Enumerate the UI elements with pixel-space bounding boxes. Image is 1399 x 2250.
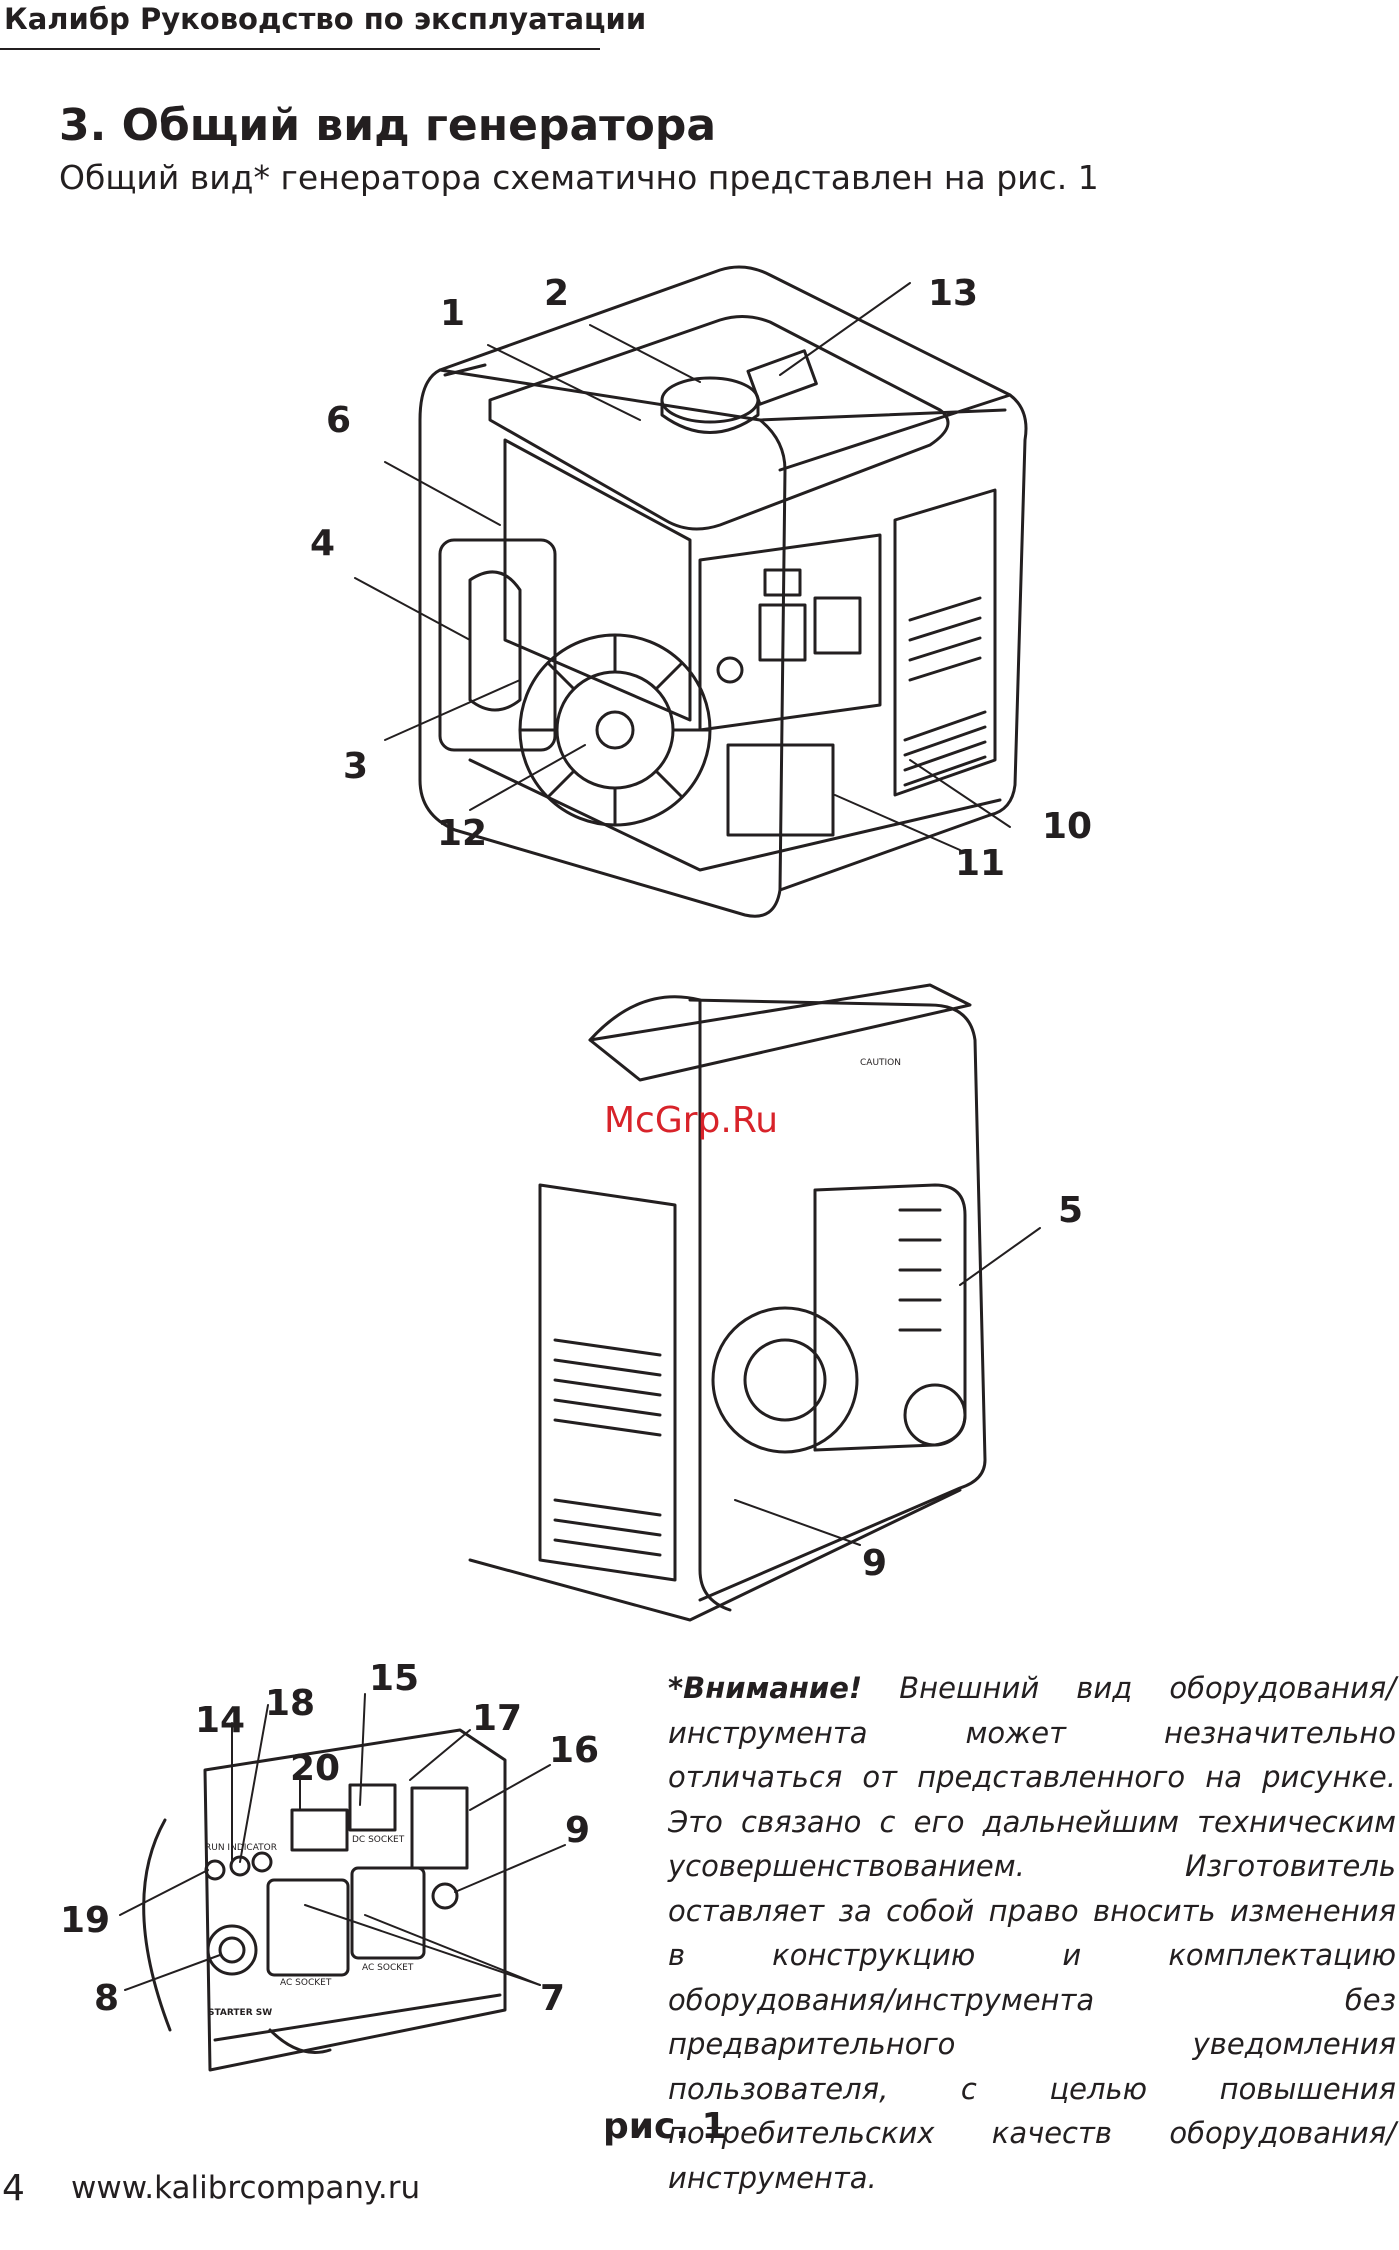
- panel-label-dc-socket: DC SOCKET: [352, 1835, 405, 1845]
- panel-ground-terminal: [431, 1882, 459, 1910]
- mid-top-panel: [588, 983, 972, 1082]
- footer-url[interactable]: www.kalibrcompany.ru: [71, 2170, 421, 2206]
- panel-label-ac-socket-right: AC SOCKET: [362, 1963, 414, 1973]
- top-fuel-gauge: [746, 349, 818, 406]
- panel-label-run-indicator: RUN INDICATOR: [205, 1843, 277, 1853]
- callout-13: 13: [928, 273, 978, 314]
- panel-label-ac-socket-left: AC SOCKET: [280, 1978, 332, 1988]
- panel-breaker: [410, 1786, 469, 1870]
- top-frame-outline: [418, 368, 787, 918]
- callout-12: 12: [437, 813, 487, 854]
- generator-top-view: [418, 265, 1028, 918]
- running-header: Калибр Руководство по эксплуатации: [0, 0, 646, 50]
- callout-10: 10: [1042, 806, 1092, 847]
- panel-display: [290, 1808, 349, 1852]
- leader-lines: [119, 282, 1041, 1991]
- top-battery: [726, 743, 835, 837]
- attention-note: *Внимание! Внешний вид оборудования/инст…: [668, 1666, 1396, 2200]
- callout-3: 3: [343, 746, 368, 787]
- mid-recoil: [711, 1306, 859, 1454]
- header-title: Калибр Руководство по эксплуатации: [4, 2, 647, 36]
- panel-key-switch: [206, 1924, 258, 1976]
- figure-caption: рис. 1: [603, 2106, 727, 2147]
- generator-rear-view: [468, 983, 987, 1622]
- mid-air-filter: [813, 1183, 967, 1452]
- panel-curve: [142, 1818, 172, 2032]
- callout-9: 9: [862, 1543, 887, 1584]
- panel-indicator-3: [251, 1851, 273, 1873]
- panel-ac-socket-right: [350, 1866, 426, 1960]
- callout-9-panel: 9: [565, 1810, 590, 1851]
- top-fuel-cap-body: [660, 398, 760, 434]
- callout-4: 4: [310, 523, 335, 564]
- watermark: McGrp.Ru: [604, 1100, 779, 1141]
- top-base: [468, 758, 1002, 872]
- section-subtitle: Общий вид* генератора схематично предста…: [59, 158, 1099, 197]
- mid-base: [468, 1488, 962, 1622]
- top-frame-inner: [443, 363, 1012, 472]
- callout-16: 16: [549, 1730, 599, 1771]
- callout-7: 7: [540, 1978, 565, 2019]
- callout-6: 6: [326, 400, 351, 441]
- top-label-lines: [908, 596, 982, 682]
- control-panel-closeup: [142, 1728, 507, 2072]
- panel-dc-socket: [348, 1783, 397, 1832]
- top-panel-key: [716, 656, 744, 684]
- top-inverter-box: [893, 488, 997, 797]
- callout-15: 15: [369, 1658, 419, 1699]
- mid-exhaust: [903, 1383, 967, 1447]
- panel-outline: [203, 1728, 507, 2072]
- top-side-cover-inner: [468, 570, 522, 712]
- panel-bottom: [213, 1993, 502, 2054]
- mid-frame-left: [588, 995, 732, 1612]
- section-title: 3. Общий вид генератора: [59, 100, 717, 151]
- top-panel-display: [763, 568, 802, 597]
- page-number: 4: [2, 2168, 25, 2209]
- top-frame-roof: [438, 265, 1028, 892]
- callout-18: 18: [265, 1683, 315, 1724]
- callout-11: 11: [955, 843, 1005, 884]
- top-fuel-tank: [488, 315, 950, 531]
- top-control-panel: [698, 533, 882, 732]
- top-recoil-ribs: [518, 633, 712, 827]
- note-body: Внешний вид оборудования/инструмента мож…: [668, 1671, 1397, 2195]
- panel-ac-socket-left: [266, 1878, 350, 1977]
- panel-label-starter: STARTER SW: [208, 2008, 272, 2018]
- mid-inverter-fins: [553, 1498, 662, 1557]
- top-inverter-fins: [903, 710, 987, 787]
- top-panel-socket-right: [813, 596, 862, 655]
- callout-17: 17: [472, 1698, 522, 1739]
- mid-inverter-box: [538, 1183, 677, 1582]
- top-engine-cover: [503, 438, 692, 722]
- panel-key-switch-inner: [218, 1936, 246, 1964]
- fuel-cap: [660, 376, 760, 424]
- callout-2: 2: [544, 273, 569, 314]
- top-side-cover: [438, 538, 557, 752]
- mid-frame-outline: [688, 998, 987, 1602]
- mid-recoil-inner: [743, 1338, 827, 1422]
- callout-5: 5: [1058, 1190, 1083, 1231]
- top-recoil-hub: [595, 710, 635, 750]
- callout-20: 20: [290, 1748, 340, 1789]
- callout-14: 14: [195, 1700, 245, 1741]
- top-panel-socket-left: [758, 603, 807, 662]
- callout-1: 1: [440, 293, 465, 334]
- callout-8: 8: [94, 1978, 119, 2019]
- note-lead: *Внимание!: [668, 1671, 863, 1705]
- mid-air-filter-fins: [898, 1208, 942, 1332]
- mid-caution-label: CAUTION: [860, 1058, 901, 1068]
- mid-label-lines: [553, 1338, 662, 1437]
- callout-19: 19: [60, 1900, 110, 1941]
